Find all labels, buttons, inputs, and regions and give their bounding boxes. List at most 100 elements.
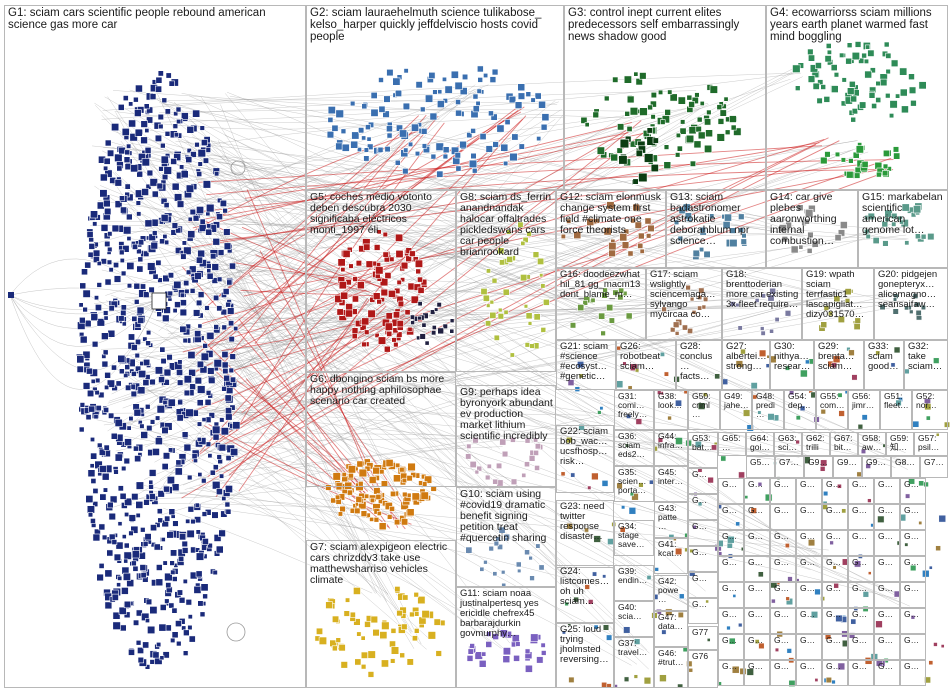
cluster-cell-g7[interactable]: G7: sciam alexpigeon electric cars chriz…: [306, 540, 456, 688]
cluster-cell-small[interactable]: G…: [688, 546, 718, 572]
cluster-cell-g57[interactable]: G57: psil…: [914, 432, 948, 456]
cluster-cell-g11[interactable]: G11: sciam noaa justinalpertesq yes eric…: [456, 587, 556, 688]
cluster-cell-small[interactable]: G…: [796, 556, 822, 582]
node-avatar[interactable]: [394, 519, 400, 525]
cluster-cell-g76[interactable]: G76: [688, 650, 718, 688]
cluster-cell-small[interactable]: G…: [822, 530, 848, 556]
node-avatar[interactable]: [379, 523, 386, 530]
cluster-cell-small[interactable]: G…: [718, 530, 744, 556]
cluster-cell-small[interactable]: G…: [874, 556, 900, 582]
cluster-cell-g55[interactable]: G55: com…: [816, 390, 848, 430]
node-avatar[interactable]: [721, 456, 726, 461]
node-avatar[interactable]: [338, 512, 343, 517]
cluster-cell-small[interactable]: G…: [848, 478, 874, 504]
node-avatar[interactable]: [387, 515, 392, 520]
cluster-cell-small[interactable]: G…: [822, 608, 848, 634]
cluster-cell-small[interactable]: G…: [688, 572, 718, 598]
cluster-cell-g22[interactable]: G22: sciam bob_wac… ucsfhosp… risk…: [556, 425, 614, 493]
cluster-cell-g58[interactable]: G58: aw…: [858, 432, 886, 456]
cluster-cell-small[interactable]: G7…: [920, 456, 948, 478]
cluster-cell-small[interactable]: G…: [874, 634, 900, 660]
cluster-cell-small[interactable]: G…: [770, 582, 796, 608]
cluster-cell-small[interactable]: G…: [874, 582, 900, 608]
cluster-cell-g21[interactable]: G21: sciam #science #ecosyst… #genetic…: [556, 340, 616, 390]
cluster-cell-small[interactable]: G…: [900, 660, 926, 686]
node-avatar[interactable]: [354, 508, 360, 514]
cluster-cell-g54[interactable]: G54: dep…: [784, 390, 816, 430]
cluster-cell-small[interactable]: G…: [744, 608, 770, 634]
node-avatar[interactable]: [421, 492, 429, 500]
node-avatar[interactable]: [407, 509, 414, 516]
cluster-cell-small[interactable]: G…: [796, 504, 822, 530]
cluster-cell-small[interactable]: G…: [744, 556, 770, 582]
cluster-cell-g5[interactable]: G5: coches medio votonto deben descubra …: [306, 190, 456, 372]
cluster-cell-g39[interactable]: G39: endin…: [614, 565, 654, 601]
cluster-cell-g3[interactable]: G3: control inept current elites predece…: [564, 5, 766, 190]
cluster-cell-small[interactable]: G7…: [775, 456, 804, 478]
cluster-cell-g25[interactable]: G25: loud trying jholmsted reversing…: [556, 623, 614, 688]
cluster-cell-g1[interactable]: G1: sciam cars scientific people rebound…: [4, 5, 306, 688]
cluster-cell-g48[interactable]: G48: predi…: [752, 390, 784, 430]
cluster-cell-small[interactable]: G…: [900, 530, 926, 556]
node-avatar[interactable]: [335, 495, 340, 500]
cluster-cell-g46[interactable]: G46: #trut…: [654, 647, 688, 688]
cluster-cell-small[interactable]: G…: [770, 556, 796, 582]
node-avatar[interactable]: [356, 496, 362, 502]
cluster-cell-small[interactable]: G…: [744, 478, 770, 504]
cluster-cell-small[interactable]: G…: [688, 494, 718, 520]
cluster-cell-small[interactable]: G…: [848, 608, 874, 634]
node-avatar[interactable]: [374, 517, 379, 522]
node-avatar[interactable]: [600, 407, 603, 410]
cluster-cell-small[interactable]: G…: [822, 660, 848, 686]
cluster-cell-g36[interactable]: G36: sciam eds2…: [614, 430, 654, 466]
cluster-cell-small[interactable]: G…: [796, 530, 822, 556]
cluster-cell-g45[interactable]: G45: inter…: [654, 466, 688, 502]
cluster-cell-small[interactable]: G…: [718, 608, 744, 634]
node-avatar[interactable]: [390, 491, 395, 496]
cluster-cell-g31[interactable]: G31: comi… freely…: [614, 390, 654, 430]
cluster-cell-small[interactable]: G…: [874, 660, 900, 686]
cluster-cell-g8[interactable]: G8: sciam ds_ferrin anandnandak halocar …: [456, 190, 556, 372]
cluster-cell-g14[interactable]: G14: car give plebes aaronworthing inter…: [766, 190, 858, 268]
cluster-cell-g40[interactable]: G40: scia…: [614, 601, 654, 637]
cluster-cell-small[interactable]: G…: [744, 634, 770, 660]
cluster-cell-g15[interactable]: G15: markabelan scientific american geno…: [858, 190, 948, 268]
cluster-cell-g27[interactable]: G27: albertei… strong…: [722, 340, 770, 390]
cluster-cell-small[interactable]: G…: [848, 530, 874, 556]
cluster-cell-small[interactable]: G…: [718, 582, 744, 608]
cluster-cell-g44[interactable]: G44: infra…: [654, 430, 688, 466]
cluster-cell-small[interactable]: G…: [848, 660, 874, 686]
node-avatar[interactable]: [934, 643, 938, 647]
cluster-cell-small[interactable]: G…: [718, 556, 744, 582]
cluster-cell-small[interactable]: G9…: [833, 456, 862, 478]
cluster-cell-small[interactable]: G…: [848, 556, 874, 582]
cluster-cell-small[interactable]: G…: [848, 504, 874, 530]
cluster-cell-small[interactable]: G…: [744, 504, 770, 530]
cluster-cell-g56[interactable]: G56: jimr…: [848, 390, 880, 430]
cluster-cell-small[interactable]: G…: [848, 634, 874, 660]
cluster-cell-small[interactable]: G…: [822, 582, 848, 608]
cluster-cell-g30[interactable]: G30: nithya… resear…: [770, 340, 814, 390]
node-avatar[interactable]: [370, 517, 374, 521]
cluster-cell-small[interactable]: G…: [874, 504, 900, 530]
node-avatar[interactable]: [939, 515, 946, 522]
cluster-cell-small[interactable]: G…: [900, 582, 926, 608]
node-avatar[interactable]: [629, 507, 636, 514]
cluster-cell-g6[interactable]: G6: dbongino sciam bs more happy nothing…: [306, 372, 456, 487]
cluster-cell-small[interactable]: G8…: [891, 456, 920, 478]
cluster-cell-small[interactable]: G…: [770, 660, 796, 686]
node-avatar[interactable]: [929, 566, 932, 569]
cluster-cell-g35[interactable]: G35: scien… porta…: [614, 466, 654, 502]
cluster-cell-g63[interactable]: G63: sci…: [774, 432, 802, 456]
cluster-cell-g24[interactable]: G24: listcomes… oh uh sciam…: [556, 565, 614, 623]
node-avatar[interactable]: [370, 498, 375, 503]
cluster-cell-small[interactable]: G…: [770, 530, 796, 556]
cluster-cell-g38[interactable]: G38: look…: [654, 390, 688, 430]
cluster-cell-small[interactable]: G…: [822, 634, 848, 660]
cluster-cell-small[interactable]: G…: [718, 478, 744, 504]
cluster-cell-g20[interactable]: G20: pidgejen gonepteryx… alicemagno… se…: [874, 268, 948, 340]
node-avatar[interactable]: [361, 511, 367, 517]
node-avatar[interactable]: [377, 511, 381, 515]
cluster-cell-g43[interactable]: G43: patte…: [654, 502, 688, 538]
cluster-cell-g65[interactable]: G65: …: [718, 432, 746, 456]
